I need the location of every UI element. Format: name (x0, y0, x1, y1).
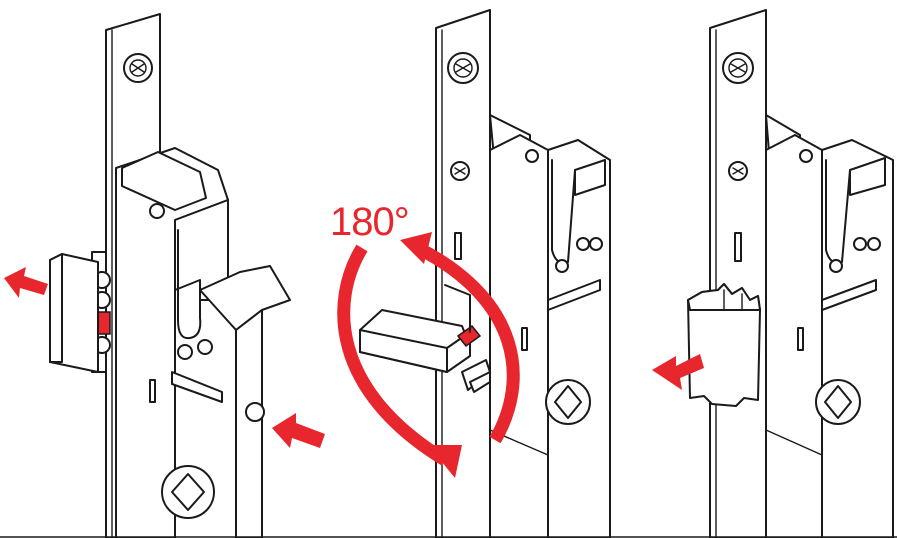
latch-module (49, 251, 111, 373)
latch-red-insert (456, 324, 482, 348)
lock-body (454, 114, 611, 538)
small-screw-icon (450, 161, 470, 181)
latch-red-insert (97, 311, 111, 335)
arrow-in-icon (652, 354, 704, 390)
rotation-arrow-icon (337, 232, 520, 478)
arrow-in-icon (272, 413, 325, 448)
panel-2 (337, 9, 611, 538)
faceplate (709, 9, 767, 538)
screw-icon (123, 53, 153, 83)
lock-body (115, 147, 291, 538)
arrow-out-icon (4, 267, 48, 298)
screw-icon (722, 52, 754, 84)
panel-1 (4, 13, 325, 538)
lock-body (734, 114, 894, 538)
latch-module (359, 284, 491, 393)
small-screw-icon (728, 161, 748, 181)
screw-icon (447, 52, 479, 84)
latch-module (687, 283, 761, 407)
panel-3 (652, 9, 894, 538)
rotation-angle-label: 180° (330, 200, 410, 244)
